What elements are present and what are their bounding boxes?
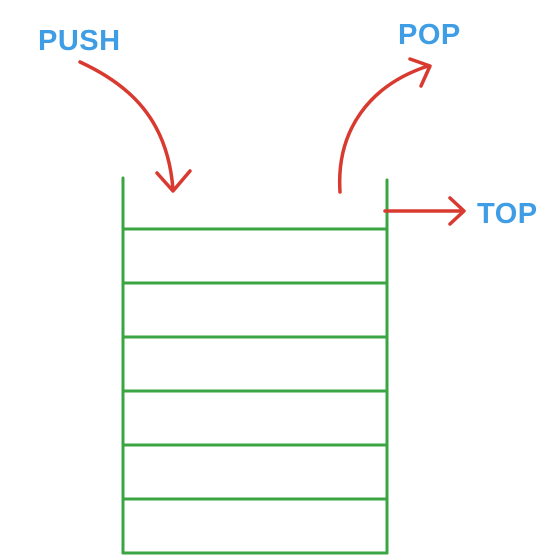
stack-container xyxy=(121,176,389,555)
top-arrowhead xyxy=(448,196,466,226)
push-arrowhead xyxy=(155,169,192,193)
top-label: TOP xyxy=(477,198,538,230)
pop-arrow xyxy=(337,64,430,194)
push-label: PUSH xyxy=(38,25,121,57)
stack-dividers xyxy=(121,227,389,501)
operation-arrows xyxy=(78,57,466,226)
pop-arrowhead xyxy=(408,57,432,88)
pop-label: POP xyxy=(398,19,461,51)
push-arrow xyxy=(78,60,175,192)
